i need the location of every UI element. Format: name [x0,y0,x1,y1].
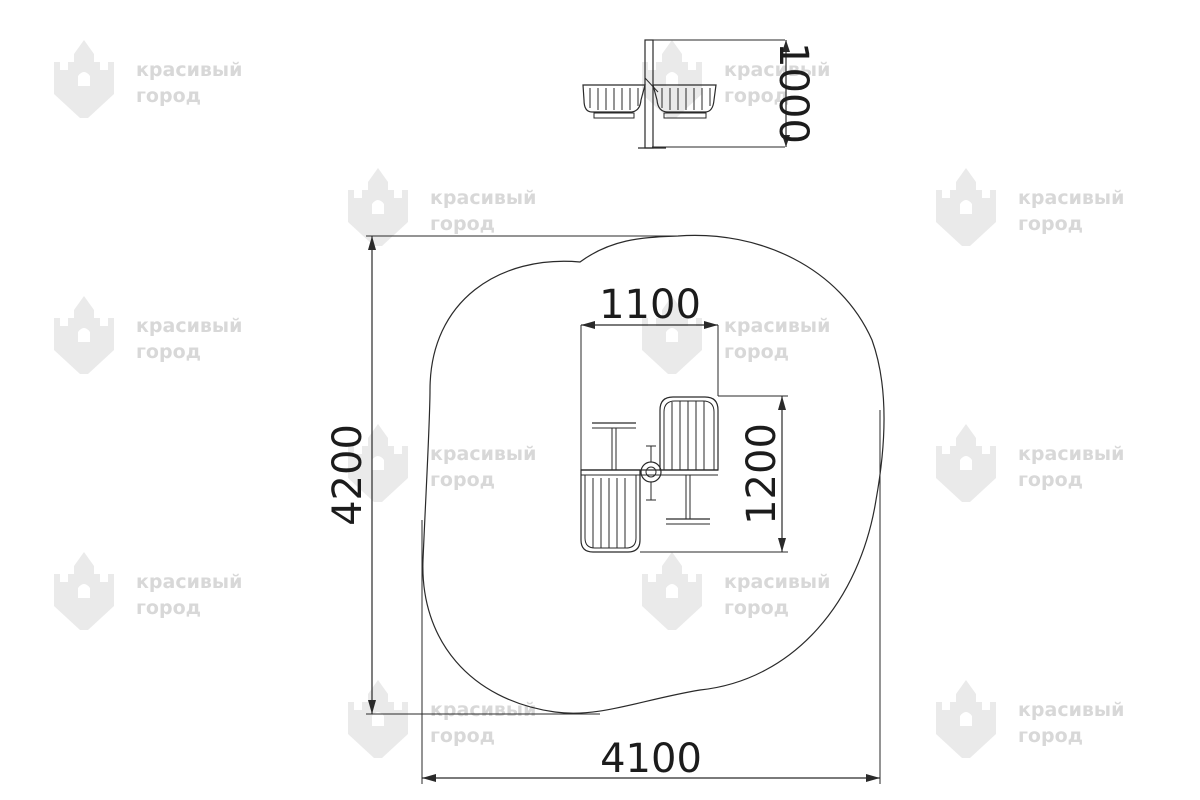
dim-table-depth: 1200 [739,423,785,525]
watermark-text-line2: город [724,597,789,619]
watermark-text-line1: красивый [1018,443,1124,465]
dim-zone-height: 4200 [325,424,371,526]
watermark-text-line1: красивый [136,59,242,81]
watermark-text-line1: красивый [724,59,830,81]
watermark-text-line2: город [136,85,201,107]
dim-zone-width: 4100 [600,736,702,782]
watermark-logo: красивый город [642,296,830,374]
watermark-logo: красивый город [348,168,536,246]
watermark-text-line2: город [1018,213,1083,235]
watermark-text-line1: красивый [724,571,830,593]
watermark-text-line2: город [136,341,201,363]
watermark-layer: красивыйгородкрасивыйгородкрасивыйгородк… [54,40,1124,758]
watermark-text-line1: красивый [430,187,536,209]
watermark-logo: красивый город [348,424,536,502]
watermark-text-line1: красивый [136,315,242,337]
watermark-text-line2: город [430,725,495,747]
watermark-text-line1: красивый [136,571,242,593]
safety-zone-outline [422,234,885,714]
watermark-text-line1: красивый [430,699,536,721]
watermark-logo: красивый город [936,680,1124,758]
watermark-text-line2: город [1018,469,1083,491]
watermark-text-line2: город [724,341,789,363]
dim-height-front: 1000 [770,42,816,144]
watermark-logo: красивый город [348,680,536,758]
watermark-logo: красивый город [54,296,242,374]
watermark-logo: красивый город [936,424,1124,502]
watermark-text-line2: город [1018,725,1083,747]
watermark-text-line2: город [430,469,495,491]
front-view [582,39,790,149]
watermark-logo: красивый город [936,168,1124,246]
dim-4200-lines [366,235,678,715]
watermark-text-line1: красивый [724,315,830,337]
watermark-logo: красивый город [54,40,242,118]
watermark-text-line1: красивый [1018,699,1124,721]
watermark-logo: красивый город [54,552,242,630]
watermark-text-line2: город [724,85,789,107]
watermark-text-line1: красивый [430,443,536,465]
plan-view [580,321,788,553]
watermark-text-line2: город [430,213,495,235]
dim-table-width: 1100 [599,282,701,328]
dim-4100-lines [421,410,881,784]
watermark-text-line1: красивый [1018,187,1124,209]
watermark-logo: красивый город [642,552,830,630]
watermark-text-line2: город [136,597,201,619]
